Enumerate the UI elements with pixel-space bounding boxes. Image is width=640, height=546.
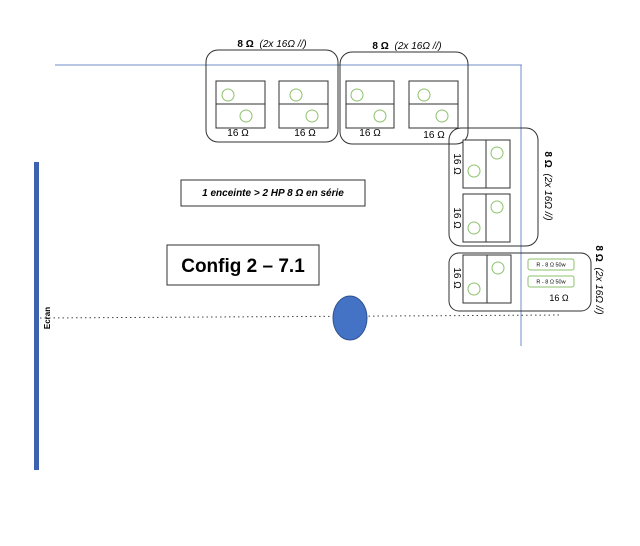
speaker-side-2 — [462, 193, 511, 243]
group-right-bottom — [448, 252, 592, 312]
speaker-front-3 — [345, 80, 395, 129]
driver-circle — [467, 164, 481, 178]
group-right-top — [448, 127, 539, 247]
speaker-front-2 — [278, 80, 329, 129]
driver-circle — [373, 109, 387, 123]
driver-circle — [289, 88, 303, 102]
speaker-front-1 — [215, 80, 266, 129]
group-front-left — [205, 49, 339, 143]
speaker-side-3 — [462, 254, 512, 304]
driver-circle — [435, 109, 449, 123]
screen-bar — [34, 162, 39, 470]
config-title-box — [166, 244, 320, 286]
config-title: Config 2 – 7.1 — [181, 256, 305, 277]
resistor-1 — [527, 258, 575, 271]
speaker-label-front-1: 16 Ω — [227, 128, 249, 139]
group-front-right — [339, 51, 469, 145]
driver-circle — [417, 88, 431, 102]
driver-circle — [491, 261, 505, 275]
group-label-right-bottom: 8 Ω (2x 16Ω //) — [593, 245, 604, 314]
driver-circle — [490, 146, 504, 160]
speaker-label-front-3: 16 Ω — [359, 128, 381, 139]
speaker-front-4 — [408, 80, 459, 129]
group-label-front-right: 8 Ω (2x 16Ω //) — [372, 41, 441, 52]
legend-box — [180, 179, 366, 207]
legend-text: 1 enceinte > 2 HP 8 Ω en série — [202, 188, 344, 199]
speaker-label-front-2: 16 Ω — [294, 128, 316, 139]
driver-circle — [239, 109, 253, 123]
speaker-side-1 — [462, 139, 511, 189]
driver-circle — [221, 88, 235, 102]
center-dotted-line — [39, 314, 563, 319]
resistor-sum-label: 16 Ω — [549, 293, 569, 303]
group-label-front-left: 8 Ω (2x 16Ω //) — [237, 39, 306, 50]
driver-circle — [467, 282, 481, 296]
driver-circle — [350, 88, 364, 102]
group-label-right-top: 8 Ω (2x 16Ω //) — [542, 151, 553, 220]
speaker-label-front-4: 16 Ω — [423, 130, 445, 141]
resistor-2 — [527, 275, 575, 288]
speaker-label-side-3: 16 Ω — [451, 267, 462, 289]
speaker-label-side-2: 16 Ω — [451, 207, 462, 229]
screen-label: Ecran — [43, 307, 52, 329]
resistor-2-label: R - 8 Ω 50w — [536, 280, 565, 286]
driver-circle — [490, 200, 504, 214]
listener-seat — [332, 295, 368, 341]
driver-circle — [467, 221, 481, 235]
resistor-1-label: R - 8 Ω 50w — [536, 263, 565, 269]
speaker-label-side-1: 16 Ω — [451, 153, 462, 175]
driver-circle — [305, 109, 319, 123]
